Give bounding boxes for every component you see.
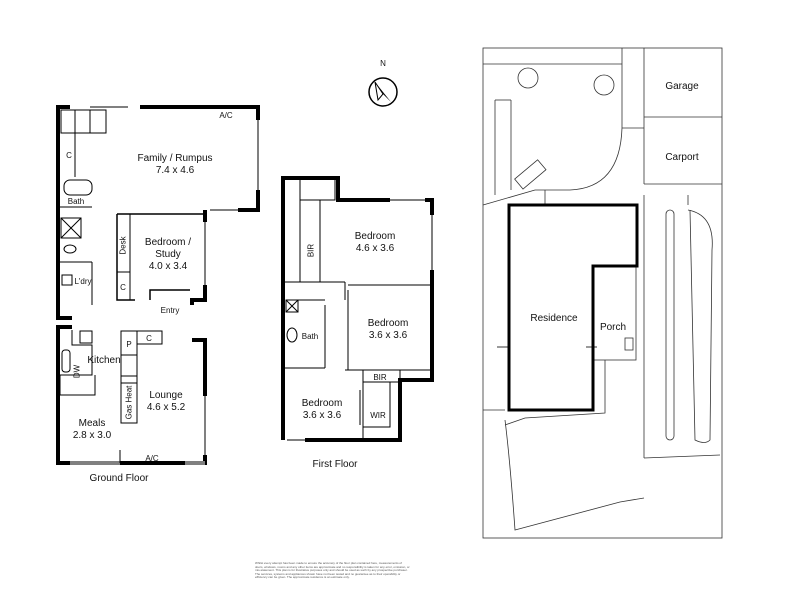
gas-heat-label: Gas Heat <box>124 385 134 420</box>
garage-label: Garage <box>665 81 699 92</box>
porch-label: Porch <box>599 322 627 333</box>
bir-label: BIR <box>373 373 387 382</box>
desk-label: Desk <box>118 236 128 255</box>
wir-label: WIR <box>370 411 386 420</box>
entry-label: Entry <box>160 306 180 315</box>
ground-floor-title: Ground Floor <box>89 473 149 484</box>
cupboard-label: C <box>120 283 126 292</box>
ac-label: A/C <box>219 111 233 120</box>
room-name-lounge: Lounge <box>149 390 183 401</box>
first-floor-plan <box>281 176 434 442</box>
room-size-bedroom: 3.6 x 3.6 <box>368 330 408 341</box>
room-name-meals: Meals <box>78 418 106 429</box>
room-name-bedroom: Bedroom <box>367 318 409 329</box>
dishwasher-label: DW <box>72 364 82 379</box>
room-name-bedroom: Bedroom <box>301 398 343 409</box>
cupboard-label: C <box>66 151 72 160</box>
cupboard-label: C <box>146 334 152 343</box>
bir-label: BIR <box>306 243 316 258</box>
room-size-family-rumpus: 7.4 x 4.6 <box>155 165 195 176</box>
room-size-bedroom: 4.6 x 3.6 <box>355 243 395 254</box>
room-name-bedroom-study: Bedroom / <box>144 237 192 248</box>
room-size-lounge: 4.6 x 5.2 <box>146 402 186 413</box>
compass-north-label: N <box>380 59 386 68</box>
pantry-label: P <box>126 340 132 349</box>
north-compass-icon <box>368 77 398 107</box>
first-floor-title: First Floor <box>312 459 358 470</box>
room-name-kitchen: Kitchen <box>87 355 121 366</box>
ground-floor-plan <box>56 105 260 465</box>
room-name-bedroom-study-2: Study <box>155 249 181 260</box>
bath-label: Bath <box>301 332 319 341</box>
site-plan <box>482 47 723 539</box>
disclaimer-text: Whilst every attempt has been made to en… <box>255 561 410 580</box>
residence-label: Residence <box>530 313 578 324</box>
bath-label: Bath <box>67 197 85 206</box>
room-size-bedroom: 3.6 x 3.6 <box>302 410 342 421</box>
ac-label: A/C <box>145 454 159 463</box>
room-size-meals: 2.8 x 3.0 <box>72 430 112 441</box>
carport-label: Carport <box>665 152 699 163</box>
room-name-bedroom: Bedroom <box>354 231 396 242</box>
room-size-bedroom-study: 4.0 x 3.4 <box>148 261 188 272</box>
room-name-family-rumpus: Family / Rumpus <box>137 153 213 164</box>
laundry-label: L'dry <box>74 277 92 286</box>
